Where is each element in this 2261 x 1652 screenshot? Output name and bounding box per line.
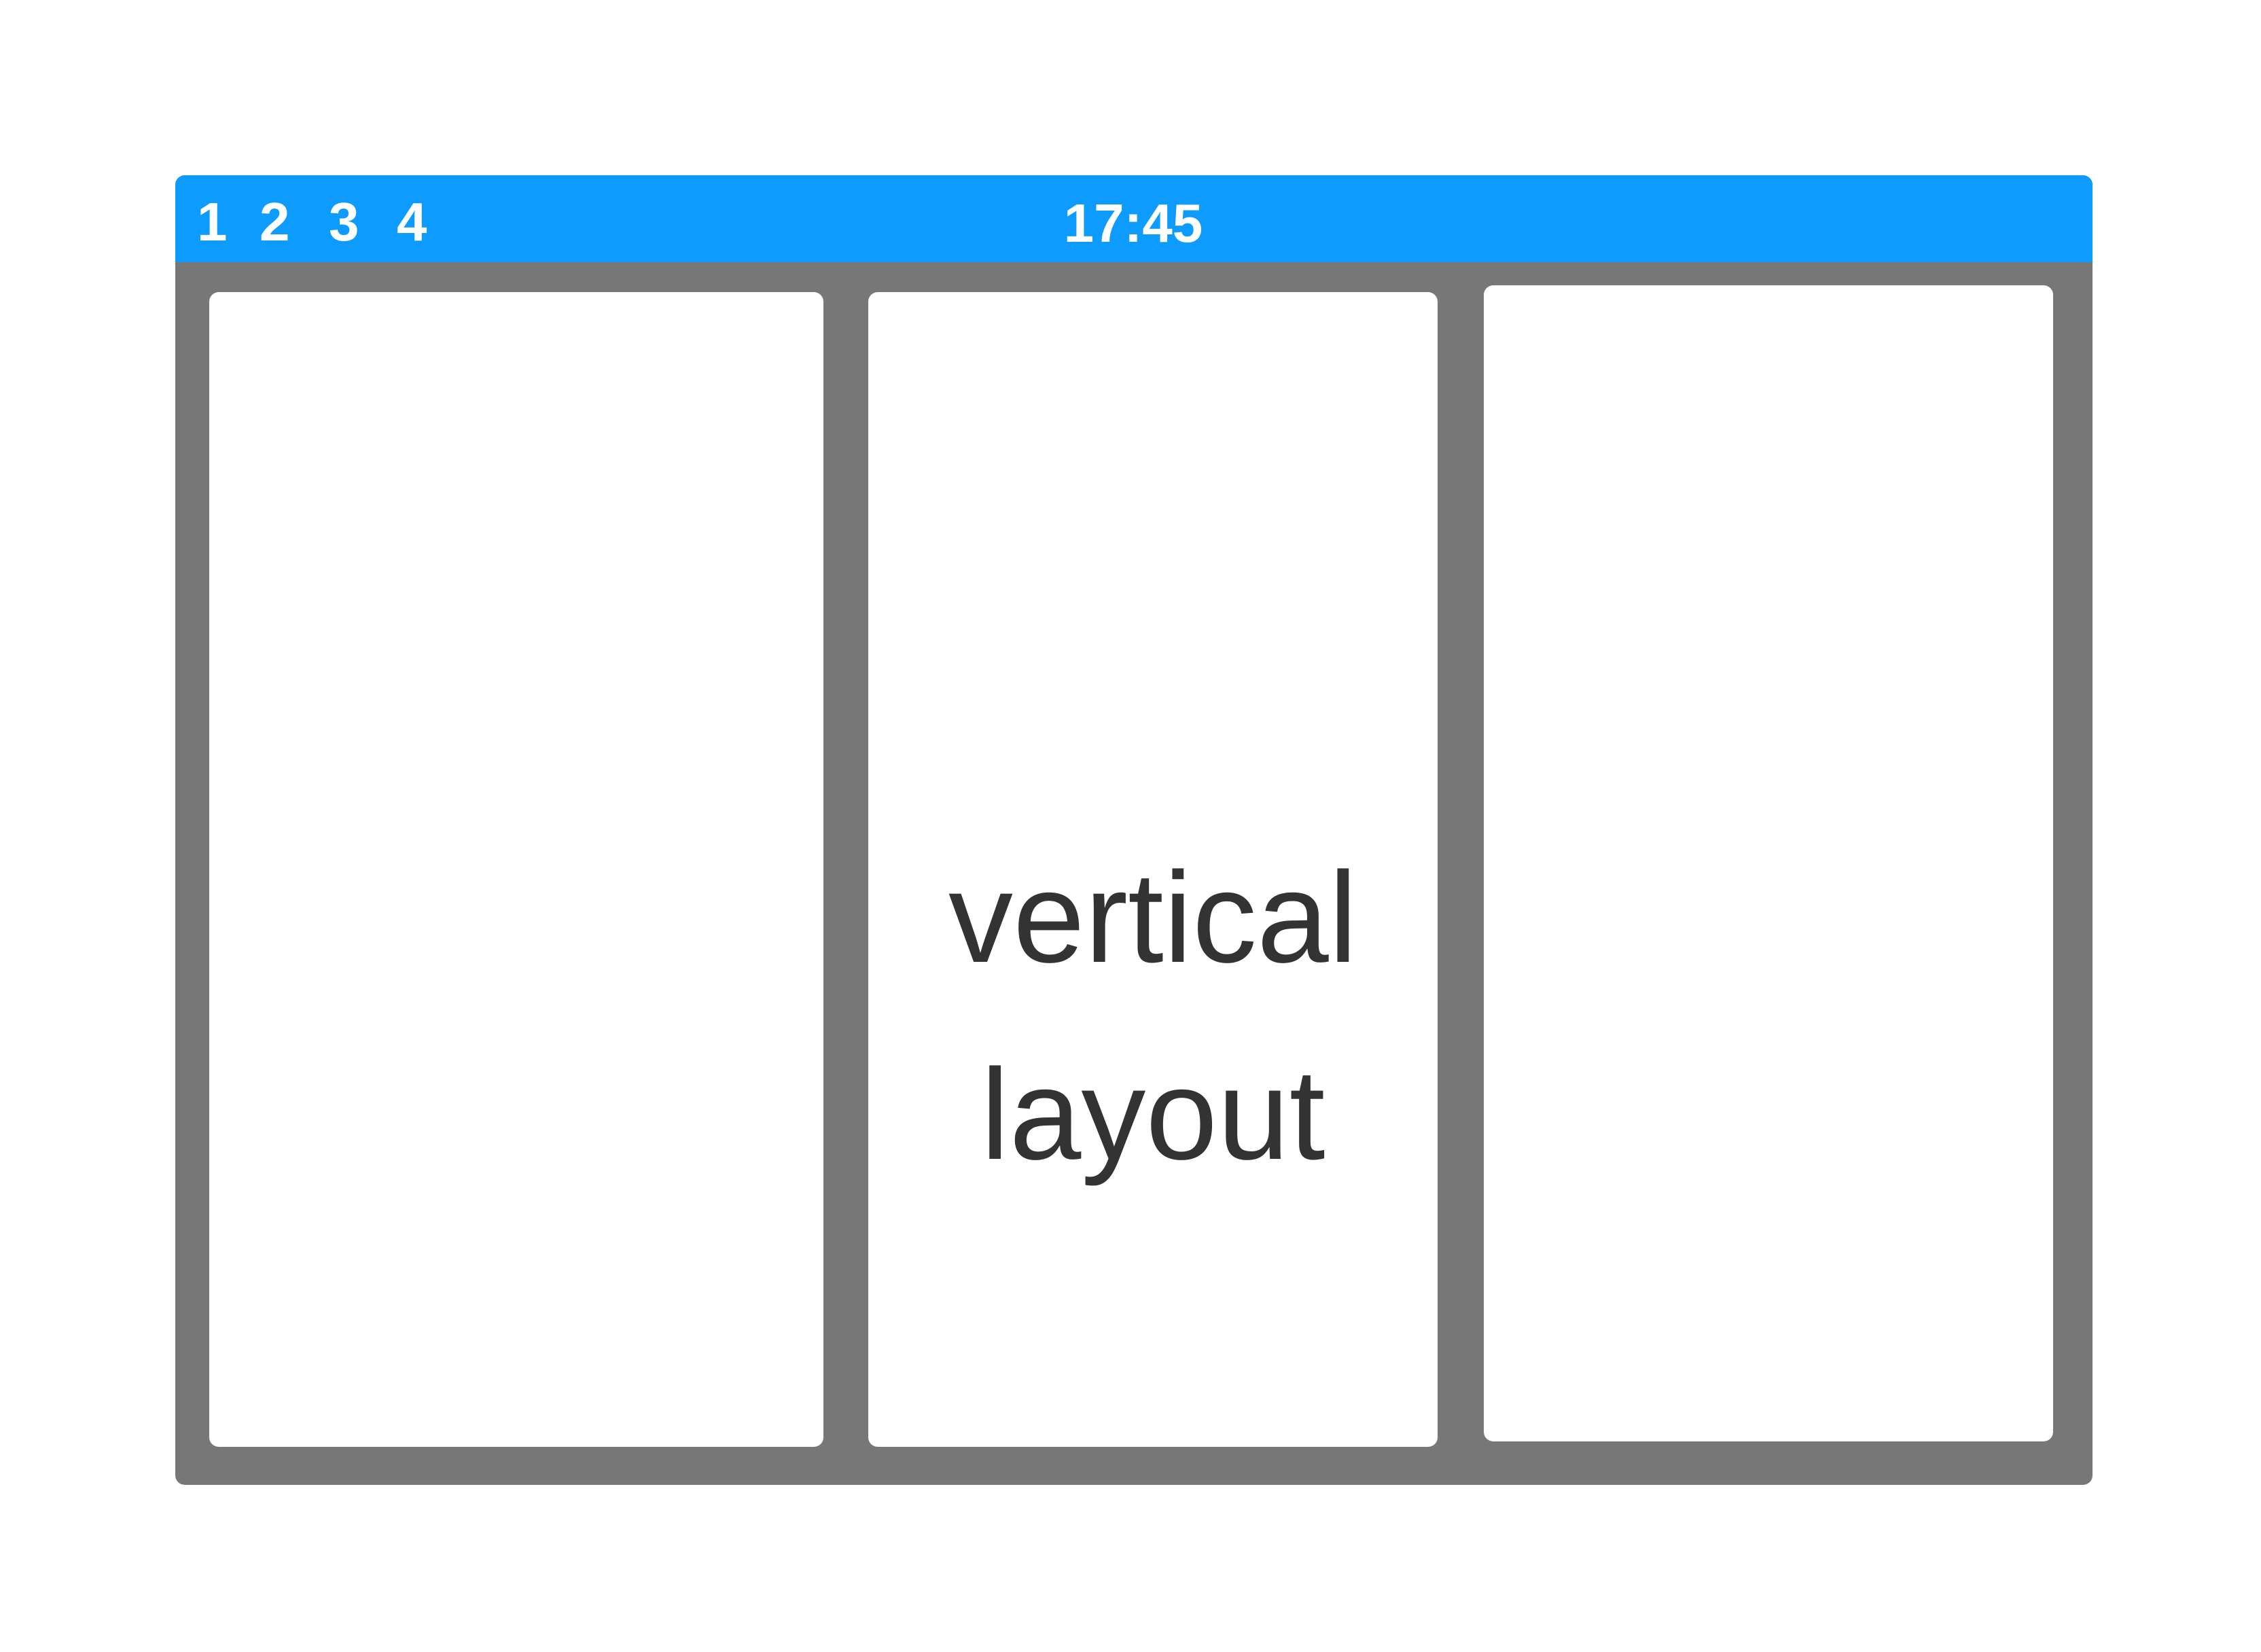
- workspace-2-button[interactable]: 2: [260, 192, 290, 252]
- desktop-screen: 1 2 3 4 17:45 vertical layout: [175, 175, 2093, 1485]
- clock: 17:45: [1063, 193, 1203, 253]
- workspace-3-button[interactable]: 3: [329, 192, 359, 252]
- workspace-1-button[interactable]: 1: [197, 192, 228, 252]
- window-left[interactable]: [209, 292, 823, 1447]
- window-right[interactable]: [1484, 285, 2053, 1441]
- window-text-line-1: vertical: [948, 846, 1357, 990]
- window-text: vertical layout: [868, 819, 1438, 1213]
- top-bar: 1 2 3 4 17:45: [175, 175, 2093, 262]
- workspace-4-button[interactable]: 4: [397, 192, 427, 252]
- window-middle[interactable]: vertical layout: [868, 292, 1438, 1447]
- window-text-line-2: layout: [980, 1043, 1325, 1187]
